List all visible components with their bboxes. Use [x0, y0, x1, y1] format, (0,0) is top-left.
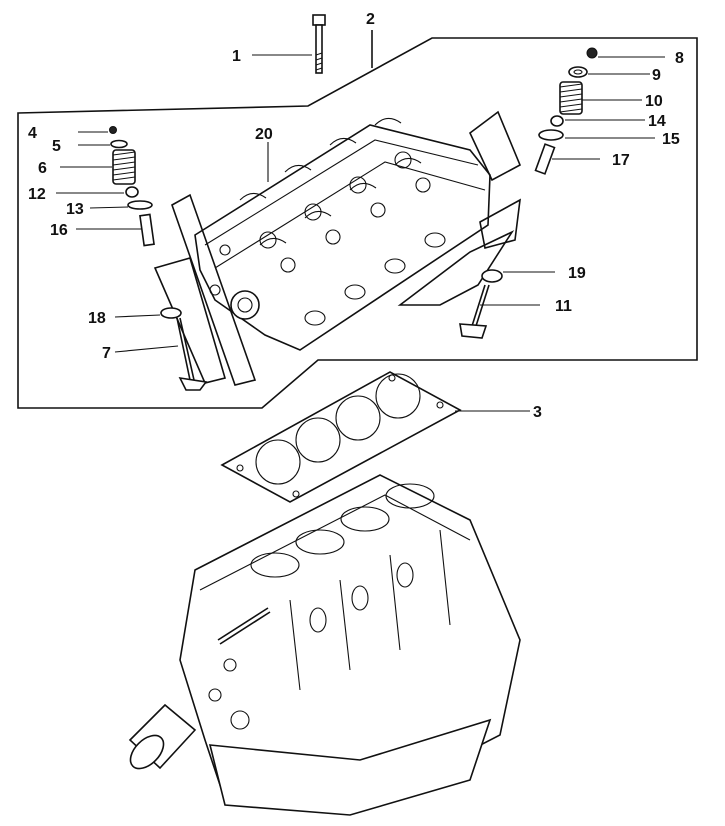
guide-strip-lower-right	[479, 198, 521, 249]
head-assembly-frame	[17, 37, 698, 409]
callout-2: 2	[366, 11, 375, 28]
callout-18: 18	[88, 310, 106, 327]
head-gasket	[220, 371, 462, 503]
callout-19: 19	[568, 265, 586, 282]
callout-7: 7	[102, 345, 111, 362]
guide-strip-left	[171, 193, 257, 386]
callout-8: 8	[675, 50, 684, 67]
valve-train-left	[109, 126, 208, 391]
callout-20: 20	[255, 126, 273, 143]
leader-lines	[56, 30, 665, 412]
callout-15: 15	[662, 131, 680, 148]
callout-5: 5	[52, 138, 61, 155]
head-bolt	[312, 14, 326, 74]
callout-4: 4	[28, 125, 37, 142]
guide-strip-right	[468, 110, 522, 182]
callout-10: 10	[645, 93, 663, 110]
callout-6: 6	[38, 160, 47, 177]
guide-strip-lower-left	[153, 257, 227, 384]
callout-3: 3	[533, 404, 542, 421]
callout-12: 12	[28, 186, 46, 203]
valve-train-right	[459, 47, 598, 339]
callout-11: 11	[555, 298, 572, 315]
cylinder-head	[194, 117, 491, 351]
callout-17: 17	[612, 152, 630, 169]
callout-labels: 1 2 3 4 5 6 7 8 9 10 11 12 13 14 15 16 1…	[28, 11, 684, 421]
callout-16: 16	[50, 222, 68, 239]
engine-block	[128, 474, 521, 816]
guide-strip-bottom-right	[397, 230, 515, 306]
callout-1: 1	[232, 48, 241, 65]
callout-14: 14	[648, 113, 666, 130]
callout-9: 9	[652, 67, 661, 84]
callout-13: 13	[66, 201, 84, 218]
